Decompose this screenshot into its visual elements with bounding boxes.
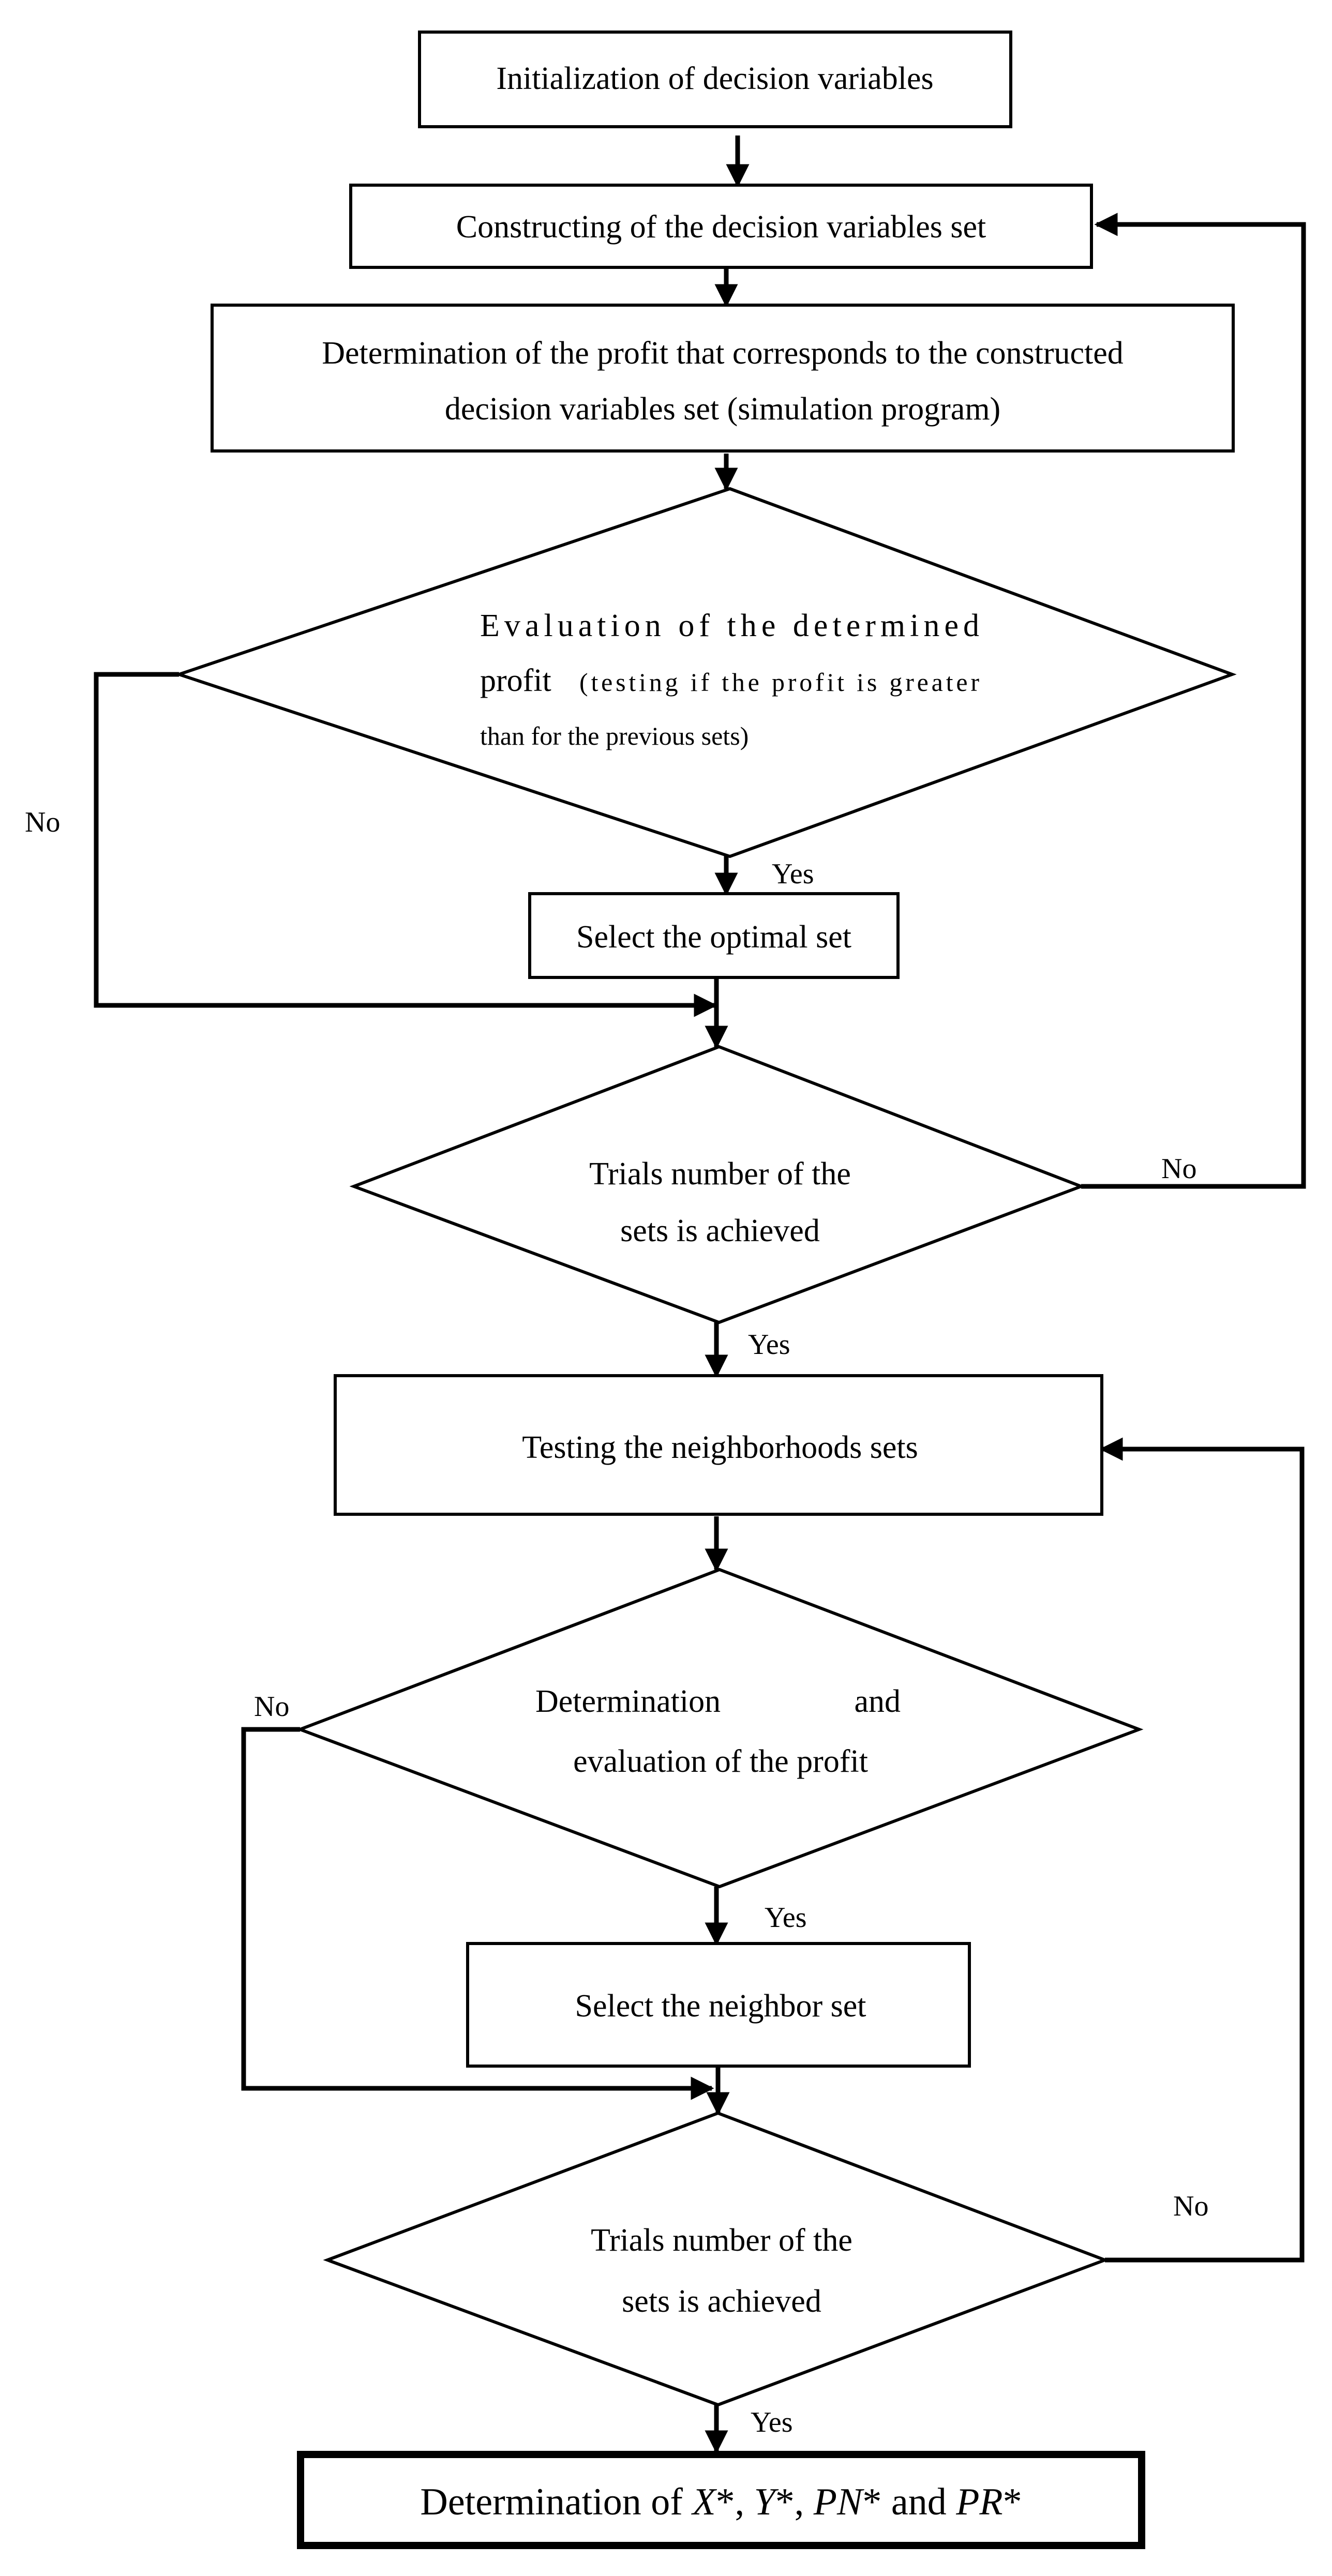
node-select-optimal-text: Select the optimal set xyxy=(576,920,851,955)
node-testing-neighborhoods: Testing the neighborhoods sets xyxy=(334,1374,1103,1516)
label-trials1-no: No xyxy=(1161,1153,1196,1185)
node-trials2-line1: Trials number of the xyxy=(591,2223,852,2258)
node-final-text: Determination of X*, Y*, PN* and PR* xyxy=(420,2481,1022,2523)
final-prefix: Determination of xyxy=(420,2481,692,2523)
node-determine-eval: Determination and evaluation of the prof… xyxy=(295,1568,1144,1889)
final-var-x: X xyxy=(691,2481,717,2523)
node-testing-neighborhoods-text: Testing the neighborhoods sets xyxy=(522,1430,918,1465)
node-determine-profit-line1: Determination of the profit that corresp… xyxy=(322,336,1124,371)
node-evaluate: Evaluation of the determined profit (tes… xyxy=(174,487,1237,858)
edge-determine-eval-no-loop xyxy=(241,1727,714,2100)
node-select-neighbor: Select the neighbor set xyxy=(466,1942,971,2068)
node-select-neighbor-text: Select the neighbor set xyxy=(575,1989,866,2024)
final-star3: * and xyxy=(862,2481,956,2523)
node-select-optimal: Select the optimal set xyxy=(528,892,900,979)
node-determine-profit: Determination of the profit that corresp… xyxy=(211,304,1235,453)
node-evaluate-line1: Evaluation of the determined xyxy=(480,608,979,643)
edge-trials2-no-loop xyxy=(1099,1437,1305,2263)
final-var-pr: PR xyxy=(955,2481,1002,2523)
edge-trials1-no-loop xyxy=(1081,213,1306,1189)
label-evaluate-no: No xyxy=(25,806,60,838)
node-determine-eval-line1a: Determination xyxy=(535,1684,721,1719)
edge-evaluate-no-loop xyxy=(94,672,717,1017)
node-construct: Constructing of the decision variables s… xyxy=(349,184,1093,269)
node-construct-text: Constructing of the decision variables s… xyxy=(456,209,986,245)
final-star1: *, xyxy=(716,2481,754,2523)
label-trials2-yes: Yes xyxy=(751,2406,792,2438)
node-evaluate-line2a: profit xyxy=(480,663,551,698)
label-trials2-no: No xyxy=(1173,2190,1208,2222)
node-determine-profit-line2: decision variables set (simulation progr… xyxy=(445,391,1000,427)
label-determine-eval-no: No xyxy=(254,1691,289,1723)
label-determine-eval-yes: Yes xyxy=(765,1902,806,1934)
node-determine-eval-line2: evaluation of the profit xyxy=(573,1744,868,1779)
label-evaluate-yes: Yes xyxy=(772,858,814,890)
node-trials1-line1: Trials number of the xyxy=(589,1156,851,1192)
node-init-text: Initialization of decision variables xyxy=(496,61,933,96)
node-evaluate-line2b: (testing if the profit is greater xyxy=(579,668,979,697)
final-var-pn: PN xyxy=(813,2481,864,2523)
final-star4: * xyxy=(1003,2481,1022,2523)
node-init: Initialization of decision variables xyxy=(418,31,1012,128)
node-trials1-line2: sets is achieved xyxy=(620,1213,820,1248)
node-trials2: Trials number of the sets is achieved xyxy=(323,2111,1110,2407)
node-determine-eval-line1b: and xyxy=(854,1684,901,1719)
node-trials1: Trials number of the sets is achieved xyxy=(349,1045,1086,1324)
final-var-y: Y xyxy=(754,2481,779,2523)
node-evaluate-line3: than for the previous sets) xyxy=(480,721,749,750)
label-trials1-yes: Yes xyxy=(748,1329,790,1361)
node-trials2-line2: sets is achieved xyxy=(622,2284,821,2319)
final-star2: *, xyxy=(775,2481,814,2523)
node-final: Determination of X*, Y*, PN* and PR* xyxy=(297,2451,1145,2549)
